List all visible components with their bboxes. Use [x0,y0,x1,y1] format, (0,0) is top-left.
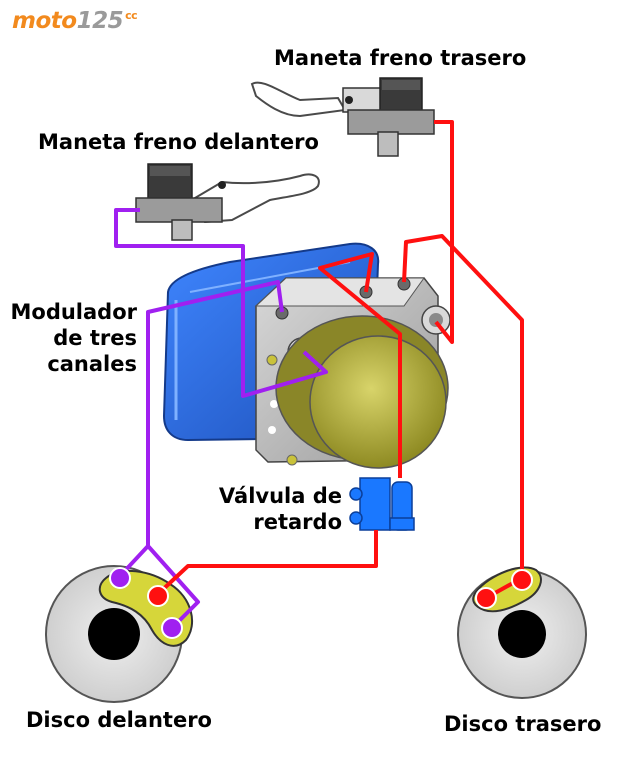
rear-lever-label: Maneta freno trasero [274,46,527,70]
logo-brand: moto [12,8,77,34]
front-disc-label: Disco delantero [26,708,212,732]
front-brake-lever [135,163,320,241]
valve-label-line1: Válvula de [218,484,342,508]
valve-label-line2: retardo [253,510,342,534]
front-caliper-port-red [147,585,169,607]
delay-valve [349,477,415,531]
rear-caliper-port-red-2 [475,587,497,609]
modulator-label-line1: Modulador [10,300,138,324]
logo-number: 125 [76,8,124,34]
front-caliper-port-purple-2 [161,617,183,639]
modulator-label-line2: de tres [53,326,137,350]
logo-suffix: cc [125,9,138,23]
modulator-label-line3: canales [47,352,137,376]
front-caliper-port-purple-1 [109,567,131,589]
front-lever-label: Maneta freno delantero [38,130,319,154]
rear-caliper-port-red-1 [511,569,533,591]
rear-disc-label: Disco trasero [444,712,602,736]
rear-brake-lever [250,77,435,157]
front-brake-circuit [114,208,328,630]
